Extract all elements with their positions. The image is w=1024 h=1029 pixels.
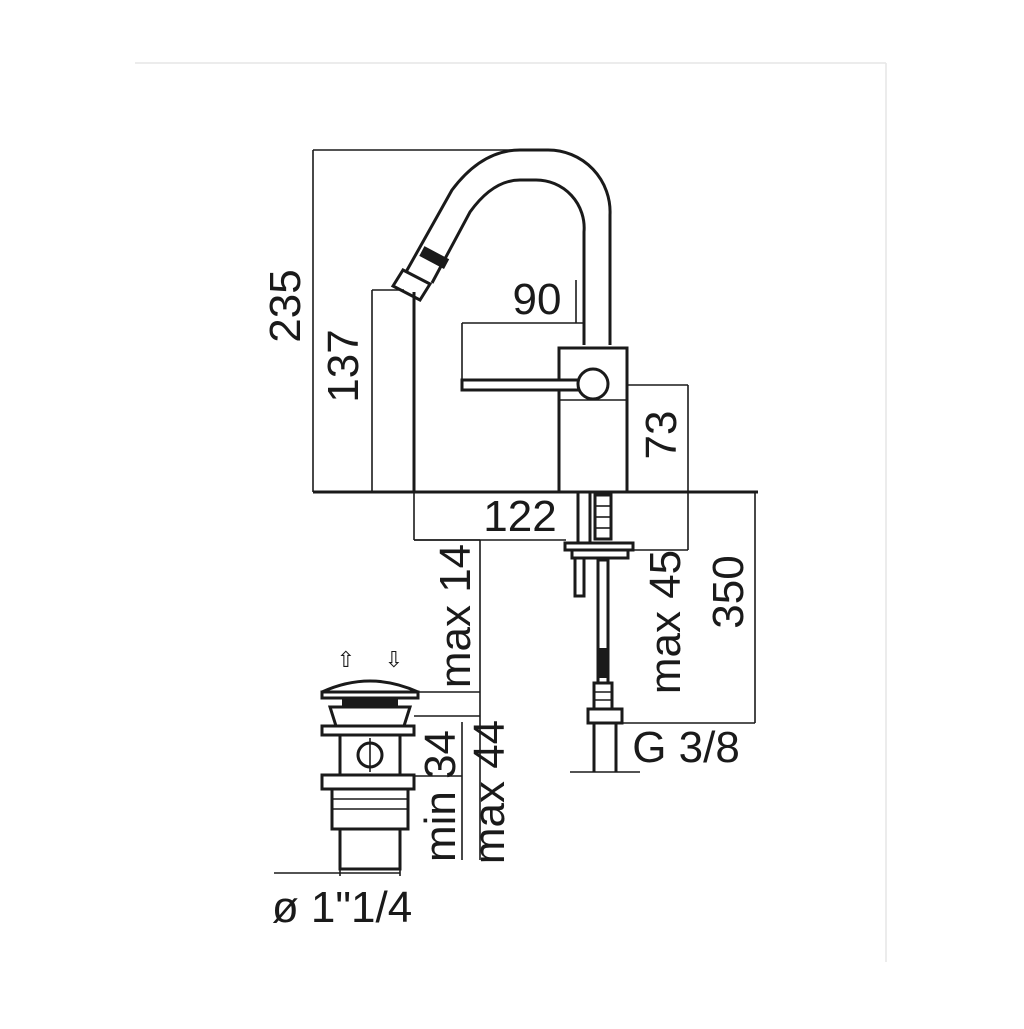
label-73: 73 [637, 411, 686, 460]
waste-flange [327, 705, 413, 728]
hose-fitting [592, 681, 614, 711]
label-g38: G 3/8 [632, 723, 740, 772]
spout-outer [404, 148, 612, 345]
hose-band [598, 648, 608, 678]
up-arrow-icon: ⇧ [337, 647, 355, 672]
spout-inner [430, 178, 586, 345]
label-122: 122 [483, 492, 556, 541]
lever-pivot [576, 367, 610, 401]
waste-cap-rim [320, 690, 420, 700]
waste-nut [320, 773, 416, 791]
label-350: 350 [704, 555, 753, 628]
down-arrow-icon: ⇩ [385, 647, 403, 672]
label-90: 90 [513, 275, 562, 324]
faucet-dimension-lines [312, 149, 756, 773]
label-max45: max 45 [641, 550, 690, 694]
label-waste-diameter: ø 1"1/4 [272, 883, 412, 932]
waste-outlet [338, 827, 402, 871]
label-235: 235 [261, 269, 310, 342]
connection-nut [586, 707, 624, 725]
aerator-nozzle [390, 268, 433, 302]
lever-handle [460, 378, 584, 392]
waste-seal [342, 699, 398, 707]
threaded-rod [573, 556, 586, 598]
faucet [313, 148, 758, 772]
washer-plate-2 [570, 548, 630, 560]
waste-cap [321, 679, 419, 694]
label-max44: max 44 [465, 720, 514, 864]
label-137: 137 [319, 329, 368, 402]
waste-dimension-lines [274, 539, 481, 876]
label-min34: min 34 [416, 730, 465, 862]
popup-waste [320, 679, 420, 871]
label-max14: max 14 [431, 544, 480, 688]
aerator-band [419, 246, 450, 269]
